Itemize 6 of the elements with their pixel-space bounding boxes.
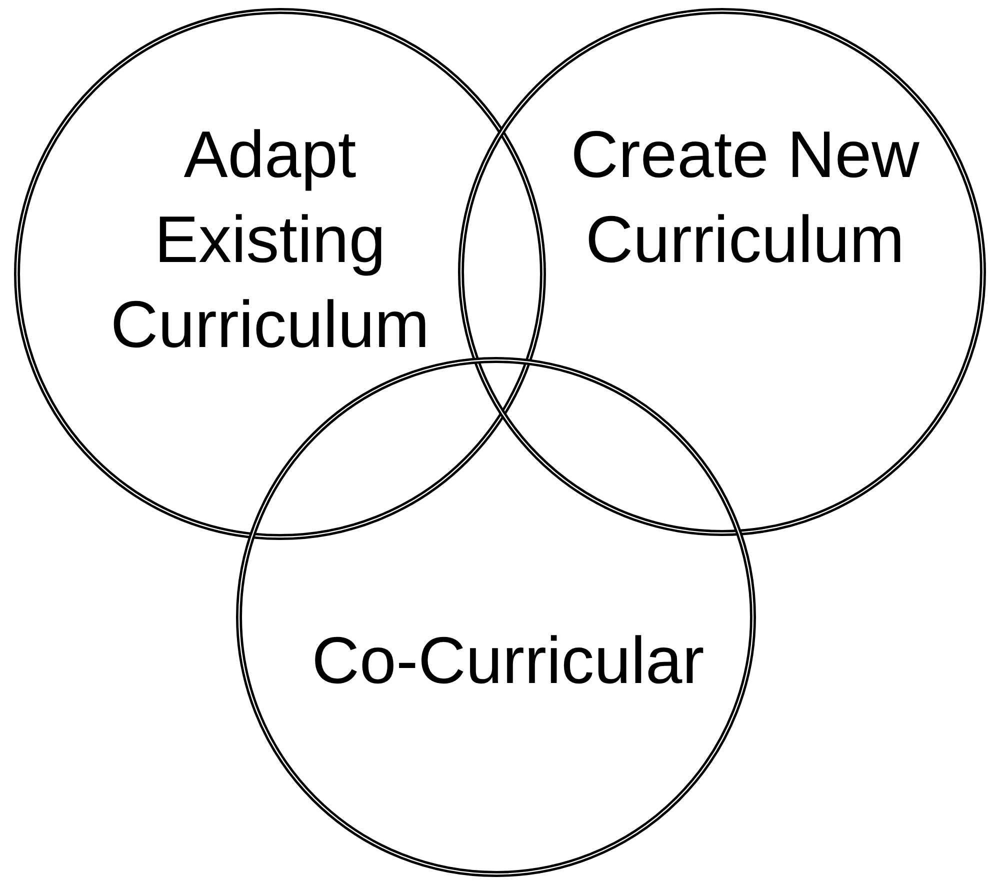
venn-circle — [236, 357, 756, 877]
venn-circle — [458, 8, 986, 536]
circle-label: Adapt Existing Curriculum — [109, 116, 431, 363]
circle-label: Create New Curriculum — [570, 116, 920, 278]
venn-circle — [14, 8, 546, 540]
circle-label: Co-Curricular — [310, 622, 706, 699]
